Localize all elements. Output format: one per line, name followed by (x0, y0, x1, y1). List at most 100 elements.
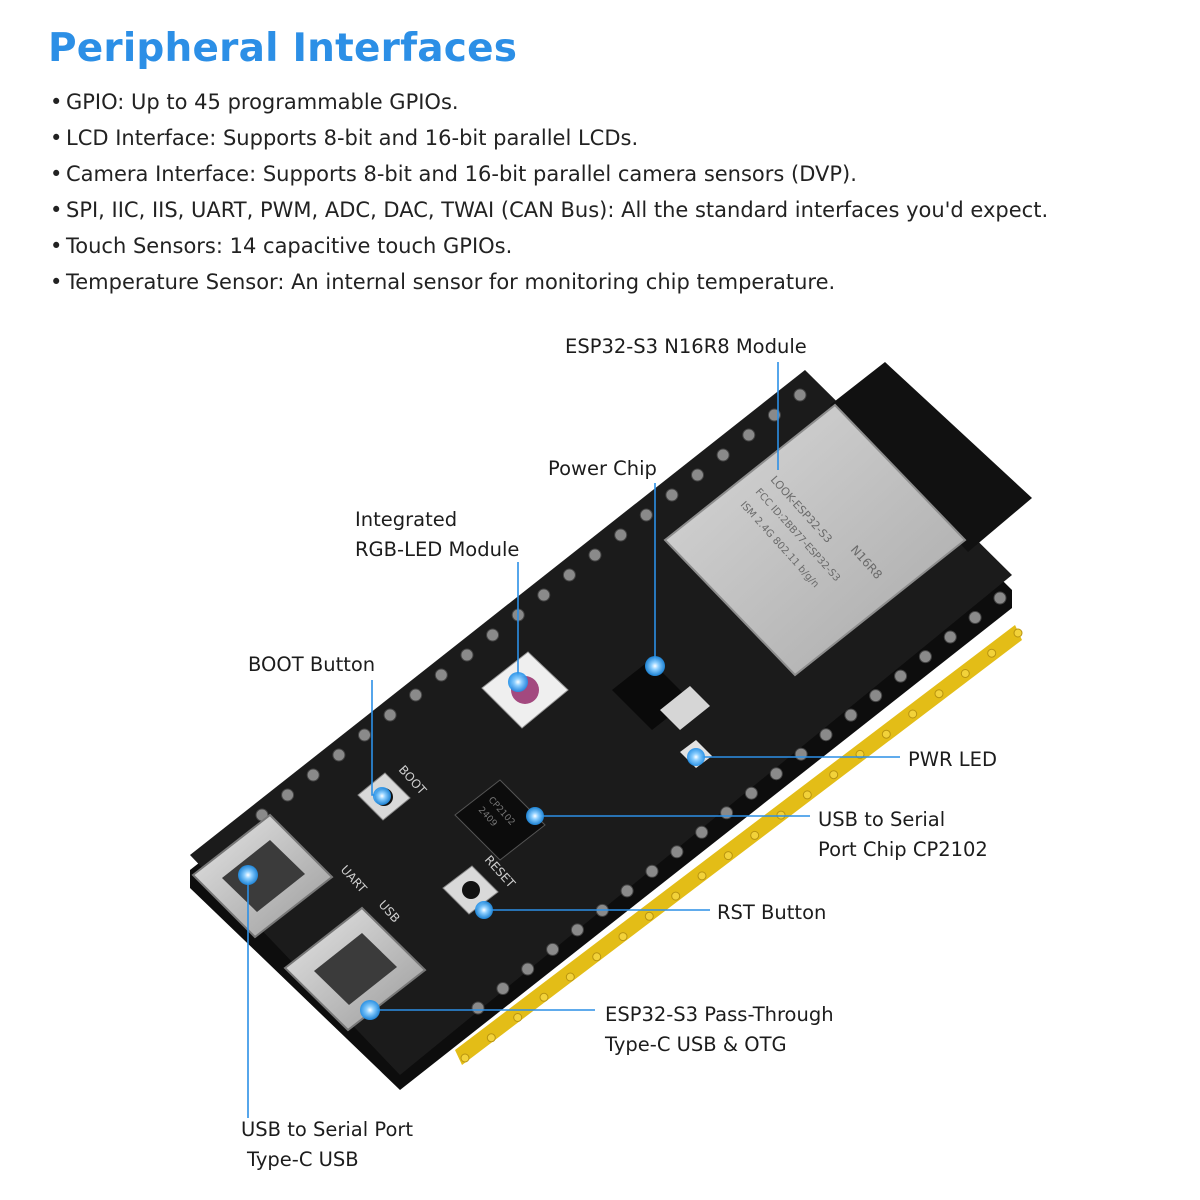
header-pin (1013, 628, 1023, 638)
dot-power-chip (645, 656, 665, 676)
header-pin (742, 428, 756, 442)
header-pin (968, 611, 982, 624)
header-pin (496, 982, 510, 995)
header-pin (539, 992, 549, 1002)
header-pin (592, 952, 602, 962)
feature-interfaces: SPI, IIC, IIS, UART, PWM, ADC, DAC, TWAI… (50, 192, 1048, 228)
header-pin (358, 728, 371, 742)
header-pin (639, 508, 653, 522)
callout-lines (247, 362, 900, 1118)
header-pin (750, 830, 760, 840)
header-pin (987, 648, 997, 658)
label-rst: RST Button (717, 901, 827, 924)
header-pin (993, 591, 1007, 605)
antenna-area (830, 362, 1032, 552)
dot-boot (373, 787, 391, 805)
header-pin (695, 825, 709, 839)
header-pin (960, 669, 970, 678)
header-pin (409, 688, 423, 702)
header-pin (460, 648, 474, 662)
header-pin (697, 871, 707, 881)
feature-touch: Touch Sensors: 14 capacitive touch GPIOs… (50, 228, 1048, 264)
header-pin (894, 669, 908, 683)
header-pin (306, 768, 320, 782)
header-pin (934, 689, 944, 699)
header-pin (869, 689, 883, 703)
header-pin (819, 728, 833, 742)
header-pin (383, 708, 397, 722)
header-pin (281, 788, 295, 802)
feature-temperature: Temperature Sensor: An internal sensor f… (50, 264, 1048, 300)
header-pin (614, 528, 628, 542)
header-pins-bottom (455, 625, 1023, 1065)
header-pin (565, 972, 575, 982)
header-pin (723, 851, 733, 861)
label-module: ESP32-S3 N16R8 Module (565, 335, 807, 358)
label-cp2102-1: USB to Serial (818, 808, 946, 831)
label-uart-usb-1: USB to Serial Port (241, 1118, 414, 1141)
label-otg-2: Type-C USB & OTG (605, 1033, 787, 1056)
header-pin (881, 729, 891, 739)
header-pin (486, 1033, 496, 1043)
header-pin (744, 786, 758, 800)
feature-list: GPIO: Up to 45 programmable GPIOs. LCD I… (50, 84, 1048, 300)
header-pin (716, 448, 730, 462)
header-pin (588, 548, 602, 562)
feature-camera: Camera Interface: Supports 8-bit and 16-… (50, 156, 1048, 192)
label-pwr-led: PWR LED (908, 748, 997, 771)
header-pin (513, 1013, 523, 1022)
feature-gpio: GPIO: Up to 45 programmable GPIOs. (50, 84, 1048, 120)
label-otg-1: ESP32-S3 Pass-Through (605, 1003, 834, 1026)
pin-row-bottom (471, 591, 1007, 1015)
dot-pwr-led (687, 748, 705, 766)
header-pin (537, 588, 551, 602)
header-pin (546, 942, 560, 956)
dot-rgb-led (508, 672, 528, 692)
header-pin (943, 630, 957, 644)
header-pin (802, 790, 812, 800)
pin-row-top (255, 388, 807, 822)
header-pin (908, 709, 918, 719)
header-pin (644, 911, 654, 921)
power-chip (612, 660, 710, 730)
header-pin (486, 628, 500, 642)
header-pin (776, 810, 786, 820)
page-title: Peripheral Interfaces (48, 26, 518, 71)
feature-lcd: LCD Interface: Supports 8-bit and 16-bit… (50, 120, 1048, 156)
otg-usb-c-port[interactable]: USB (283, 898, 427, 1032)
label-rgb-led-2: RGB-LED Module (355, 538, 520, 561)
callout-dots (238, 656, 705, 1020)
header-pin (618, 932, 628, 942)
header-pin (570, 923, 584, 937)
header-pin (332, 748, 346, 762)
header-pin (793, 388, 807, 402)
header-pin (671, 891, 681, 901)
header-pin (670, 845, 684, 859)
header-pin (769, 767, 783, 781)
header-pin (434, 668, 448, 682)
header-pin (918, 650, 932, 664)
header-pin (645, 864, 659, 878)
header-pin (844, 708, 858, 722)
label-boot: BOOT Button (248, 653, 376, 676)
label-rgb-led-1: Integrated (355, 508, 458, 531)
header-pin (460, 1053, 470, 1063)
header-pin (665, 488, 679, 502)
dot-cp2102 (526, 807, 544, 825)
header-pin (521, 962, 535, 976)
label-cp2102-2: Port Chip CP2102 (818, 838, 988, 861)
label-uart-usb-2: Type-C USB (247, 1148, 359, 1171)
header-pin (471, 1001, 485, 1015)
header-pin (829, 770, 839, 780)
dot-otg (360, 1000, 380, 1020)
header-pin (691, 468, 704, 482)
header-pin (562, 568, 576, 582)
cp2102-chip: CP2102 2409 (454, 779, 546, 861)
header-pin (720, 806, 734, 820)
header-pin (620, 884, 634, 898)
header-pin (794, 747, 808, 761)
dot-uart-usb (238, 865, 258, 885)
label-power-chip: Power Chip (548, 457, 657, 480)
dot-rst (475, 901, 493, 919)
